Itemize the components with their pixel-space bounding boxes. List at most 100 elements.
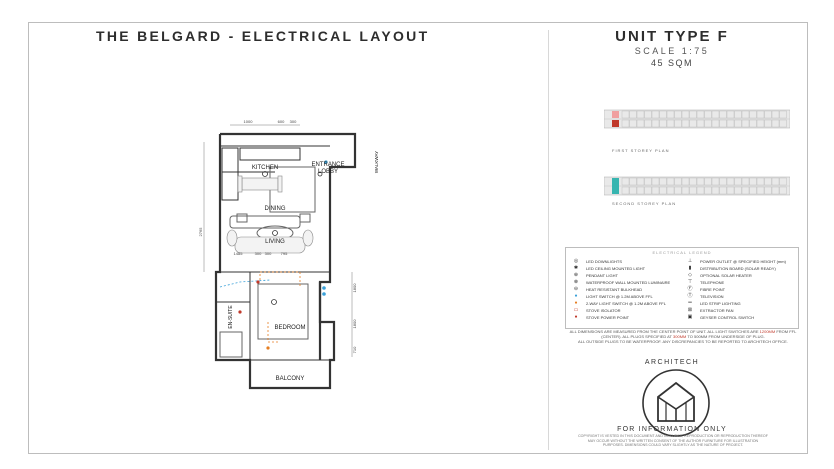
key-plan-unit	[749, 177, 757, 186]
first-storey-label: FIRST STOREY PLAN	[612, 148, 670, 153]
dim-top-1: 1000	[244, 119, 254, 124]
key-plan-unit	[696, 119, 705, 128]
key-plan-unit	[674, 119, 682, 128]
key-plan-unit	[644, 186, 652, 195]
company-name: ARCHITECH	[644, 359, 700, 366]
key-plan-unit	[674, 186, 682, 195]
2way-switch-icon: ●	[574, 300, 578, 306]
dim-side-3: 1800	[352, 319, 357, 329]
key-plan-unit	[666, 110, 675, 119]
key-plan-unit	[689, 186, 697, 195]
solar-heater-icon: ◇	[688, 272, 692, 278]
architech-logo-icon	[642, 369, 710, 437]
stove-power-icon: ●	[574, 314, 578, 320]
key-plan-unit	[756, 186, 765, 195]
key-plan-unit	[666, 177, 675, 186]
key-plan-unit	[704, 177, 712, 186]
db-board-icon: ▮	[688, 265, 692, 271]
legend-row: ⊗WATERPROOF WALL MOUNTED LUMINAIRE	[572, 279, 670, 286]
key-plan-unit	[711, 177, 720, 186]
legend-left-column: ◎LED DOWNLIGHTS✱LED CEILING MOUNTED LIGH…	[572, 258, 671, 321]
key-plan-unit	[681, 186, 690, 195]
key-plan-unit	[764, 110, 772, 119]
switch-wiring	[259, 271, 301, 343]
key-plan-unit	[689, 119, 697, 128]
legend-row: ═LED STRIP LIGHTING	[686, 300, 786, 307]
legend-label: STOVE ISOLATOR	[586, 308, 621, 313]
key-plan-unit	[771, 186, 780, 195]
label-bedroom: BEDROOM	[274, 325, 305, 331]
legend-label: STOVE POWER POINT	[586, 315, 630, 320]
legend-label: EXTRACTOR FAN	[700, 308, 734, 313]
key-plan-unit	[734, 186, 742, 195]
key-plan-unit	[779, 177, 787, 186]
key-plan-unit	[764, 186, 772, 195]
key-plan-unit	[711, 119, 720, 128]
tv-icon: Ⓣ	[687, 293, 693, 299]
floor-plan: KITCHEN ENTRANCE LOBBY DINING LIVING BED…	[198, 119, 379, 390]
key-plan-unit	[621, 119, 630, 128]
dim-side-4: 710	[352, 346, 357, 353]
key-plan-unit	[651, 186, 660, 195]
dim-mid-4: 795	[281, 251, 288, 256]
key-plan-unit	[741, 177, 750, 186]
key-plan-unit	[771, 119, 780, 128]
legend-row: Ⓣ TELEVISION	[686, 293, 786, 300]
unit-type-title: UNIT TYPE F	[615, 28, 729, 45]
legend-title: ELECTRICAL LEGEND	[652, 250, 712, 255]
key-plan-unit	[651, 177, 660, 186]
dim-side-1: 2765	[198, 227, 203, 237]
key-plan-unit	[756, 110, 765, 119]
legend-row: ⊖HEAT RESISTANT BULKHEAD	[572, 286, 670, 293]
pendant-icon: ⊕	[573, 272, 579, 278]
legend-label: POWER OUTLET @ SPECIFIED HEIGHT (mm)	[700, 259, 786, 264]
ceiling-light-kitchen	[262, 171, 268, 177]
key-plan-unit	[719, 186, 727, 195]
legend-label: TELEVISION	[700, 294, 724, 299]
dim-mid-1: 1485	[234, 251, 244, 256]
electrical-legend: ELECTRICAL LEGEND ◎LED DOWNLIGHTS✱LED CE…	[565, 247, 799, 329]
drawing-sheet	[28, 22, 808, 454]
stove-isolator-icon: ▭	[573, 307, 579, 313]
key-plan-unit	[764, 119, 772, 128]
legend-row: ✱LED CEILING MOUNTED LIGHT	[572, 265, 670, 272]
key-plan-unit	[719, 110, 727, 119]
key-plan-unit	[749, 186, 757, 195]
key-plan-unit	[779, 110, 787, 119]
legend-row: ▮DISTRIBUTION BOARD (SOLAR READY)	[686, 265, 786, 272]
key-plan-unit	[704, 110, 712, 119]
key-plan-unit	[726, 119, 735, 128]
power-point	[256, 280, 260, 284]
label-ensuite: EN-SUITE	[228, 305, 234, 329]
legend-row: ▣GEYSER CONTROL SWITCH	[686, 314, 786, 321]
key-plan-unit	[734, 119, 742, 128]
downlight-icon: ◎	[573, 258, 579, 264]
drawing-title: THE BELGARD - ELECTRICAL LAYOUT	[96, 28, 430, 44]
key-plan-unit	[651, 110, 660, 119]
led-strip-icon: ═	[688, 300, 692, 306]
key-plan-unit	[756, 119, 765, 128]
furniture	[226, 175, 314, 254]
switch-entrance	[324, 160, 328, 164]
label-walkway: WALKWAY	[374, 151, 379, 173]
key-plan-unit	[741, 110, 750, 119]
key-plan-unit	[629, 119, 637, 128]
key-plan-unit	[689, 177, 697, 186]
dim-mid-3: 300	[265, 251, 272, 256]
key-plan-unit	[629, 110, 637, 119]
key-plan-unit	[696, 186, 705, 195]
key-plan-unit	[726, 177, 735, 186]
scale-label: SCALE 1:75	[634, 46, 710, 56]
legend-label: TELEPHONE	[700, 280, 725, 285]
key-plan-unit	[689, 110, 697, 119]
second-storey-key-plan	[604, 176, 790, 196]
key-plan-unit	[741, 119, 750, 128]
key-plan-unit	[674, 177, 682, 186]
legend-right-column: ⊥POWER OUTLET @ SPECIFIED HEIGHT (mm)▮DI…	[686, 258, 786, 321]
ceiling-light-living	[272, 230, 278, 236]
key-plan-unit	[659, 186, 667, 195]
key-plan-unit	[651, 119, 660, 128]
label-lobby: LOBBY	[318, 169, 338, 175]
label-kitchen: KITCHEN	[252, 165, 278, 171]
bulkhead-icon: ⊖	[573, 286, 579, 292]
